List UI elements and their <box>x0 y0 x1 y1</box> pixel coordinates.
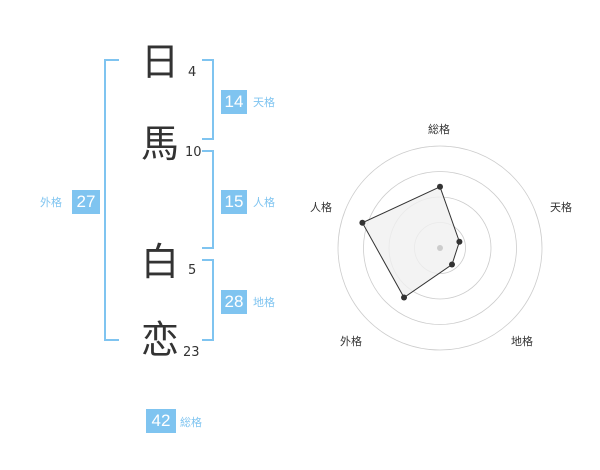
jinkaku-bracket <box>202 150 214 249</box>
name-char-3: 白 <box>140 240 179 284</box>
name-char-1: 日 <box>140 40 179 84</box>
gaikaku-label: 外格 <box>40 196 62 209</box>
tenkaku-label: 天格 <box>253 96 275 109</box>
radar-axis-label-chikaku: 地格 <box>511 335 533 348</box>
radar-ring-3 <box>363 171 517 325</box>
name-char-4: 恋 <box>140 318 179 362</box>
soukaku-label: 総格 <box>180 416 202 429</box>
jinkaku-value: 15 <box>221 190 247 214</box>
radar-series-area <box>361 186 460 299</box>
chikaku-bracket <box>202 259 214 341</box>
stroke-count-1: 4 <box>188 65 197 80</box>
radar-point-1 <box>437 183 443 190</box>
radar-center-dot <box>437 245 443 251</box>
radar-point-2 <box>456 238 463 245</box>
radar-axis-label-soukaku: 総格 <box>428 123 450 136</box>
radar-point-5 <box>359 219 366 226</box>
radar-axis-label-gaikaku: 外格 <box>340 335 362 348</box>
radar-point-3 <box>448 261 455 268</box>
stroke-count-4: 23 <box>183 345 200 360</box>
radar-point-4 <box>401 294 408 301</box>
gaikaku-bracket <box>104 59 119 341</box>
radar-axis-label-jinkaku: 人格 <box>310 201 332 214</box>
name-char-2: 馬 <box>140 122 179 166</box>
chikaku-value: 28 <box>221 290 247 314</box>
jinkaku-label: 人格 <box>253 196 275 209</box>
tenkaku-bracket <box>202 59 214 140</box>
soukaku-value: 42 <box>146 409 176 433</box>
stroke-count-2: 10 <box>185 145 202 160</box>
gaikaku-value: 27 <box>72 190 100 214</box>
tenkaku-value: 14 <box>221 90 247 114</box>
chikaku-label: 地格 <box>253 296 275 309</box>
stroke-count-3: 5 <box>188 263 197 278</box>
radar-ring-4 <box>337 145 543 351</box>
radar-axis-label-tenkaku: 天格 <box>550 201 572 214</box>
